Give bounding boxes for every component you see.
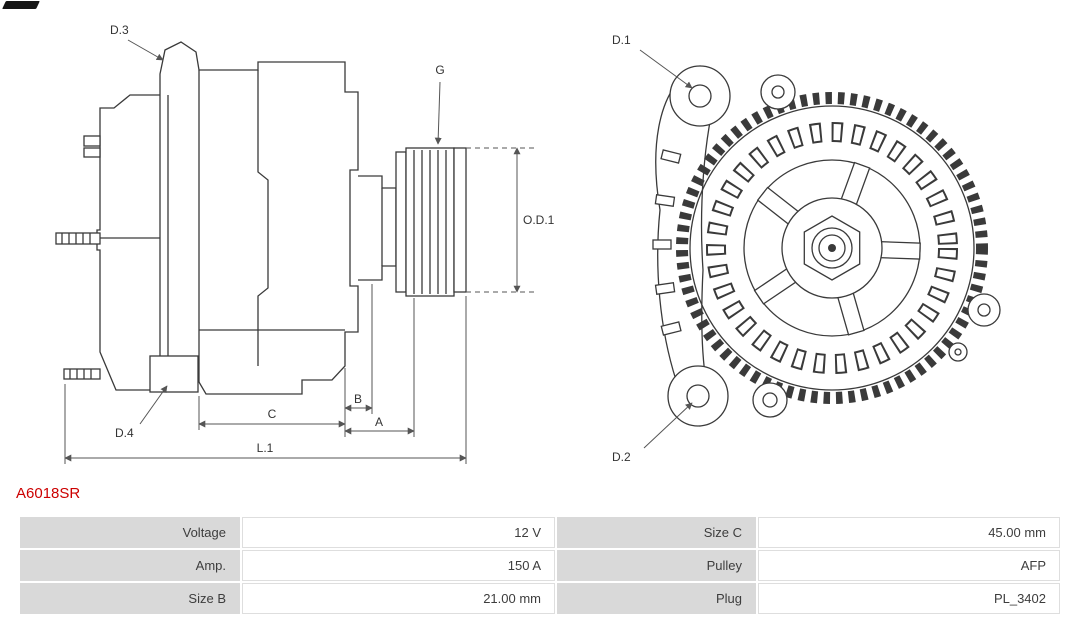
spec-label-amp: Amp. bbox=[20, 550, 240, 581]
rear-view-leaders bbox=[639, 49, 693, 449]
spec-value-pulley: AFP bbox=[758, 550, 1060, 581]
lower-stud bbox=[63, 368, 101, 380]
label-a: A bbox=[375, 415, 383, 429]
leader-d3 bbox=[127, 39, 164, 61]
label-c: C bbox=[268, 407, 277, 421]
spec-value-amp: 150 A bbox=[242, 550, 555, 581]
shaft-hub bbox=[358, 175, 397, 281]
fin-teeth-ring bbox=[676, 92, 988, 404]
side-view-dimensions bbox=[64, 39, 538, 464]
mounting-lug bbox=[149, 355, 199, 393]
leader-d2 bbox=[643, 402, 693, 449]
label-b: B bbox=[354, 392, 362, 406]
leader-g bbox=[434, 81, 442, 145]
spec-label-size-b: Size B bbox=[20, 583, 240, 614]
rear-housing bbox=[55, 94, 169, 391]
spec-value-voltage: 12 V bbox=[242, 517, 555, 548]
label-d4: D.4 bbox=[115, 426, 134, 440]
label-od1: O.D.1 bbox=[523, 213, 555, 227]
spec-value-size-b: 21.00 mm bbox=[242, 583, 555, 614]
technical-drawing: D.3 D.4 G O.D.1 C B A L.1 D.1 D.2 bbox=[55, 23, 1001, 464]
drawing-labels: D.3 D.4 G O.D.1 C B A L.1 D.1 D.2 bbox=[110, 23, 631, 464]
spec-value-size-c: 45.00 mm bbox=[758, 517, 1060, 548]
terminal-stud bbox=[55, 232, 101, 245]
plate-vent-slots bbox=[652, 149, 682, 336]
top-boss bbox=[760, 74, 796, 110]
spec-label-pulley: Pulley bbox=[557, 550, 756, 581]
spec-label-voltage: Voltage bbox=[20, 517, 240, 548]
front-bracket bbox=[149, 41, 359, 395]
leader-d4 bbox=[139, 385, 168, 425]
label-l1: L.1 bbox=[257, 441, 274, 455]
label-d1: D.1 bbox=[612, 33, 631, 47]
hub-nut bbox=[781, 197, 883, 299]
mounting-ear-d1 bbox=[669, 65, 731, 127]
spec-label-plug: Plug bbox=[557, 583, 756, 614]
spec-value-plug: PL_3402 bbox=[758, 583, 1060, 614]
spec-label-size-c: Size C bbox=[557, 517, 756, 548]
part-number: A6018SR bbox=[16, 485, 81, 502]
alternator-rear-view bbox=[652, 65, 1001, 427]
logo-fragment bbox=[2, 1, 40, 9]
label-d3: D.3 bbox=[110, 23, 129, 37]
label-d2: D.2 bbox=[612, 450, 631, 464]
leader-d1 bbox=[639, 49, 693, 89]
bottom-boss bbox=[752, 382, 788, 418]
pulley bbox=[395, 147, 467, 297]
body-circle bbox=[689, 105, 975, 391]
right-lug bbox=[948, 293, 1001, 362]
spec-table: Voltage 12 V Size C 45.00 mm Amp. 150 A … bbox=[20, 517, 1060, 614]
alternator-side-view bbox=[55, 41, 467, 395]
label-g: G bbox=[435, 63, 444, 77]
